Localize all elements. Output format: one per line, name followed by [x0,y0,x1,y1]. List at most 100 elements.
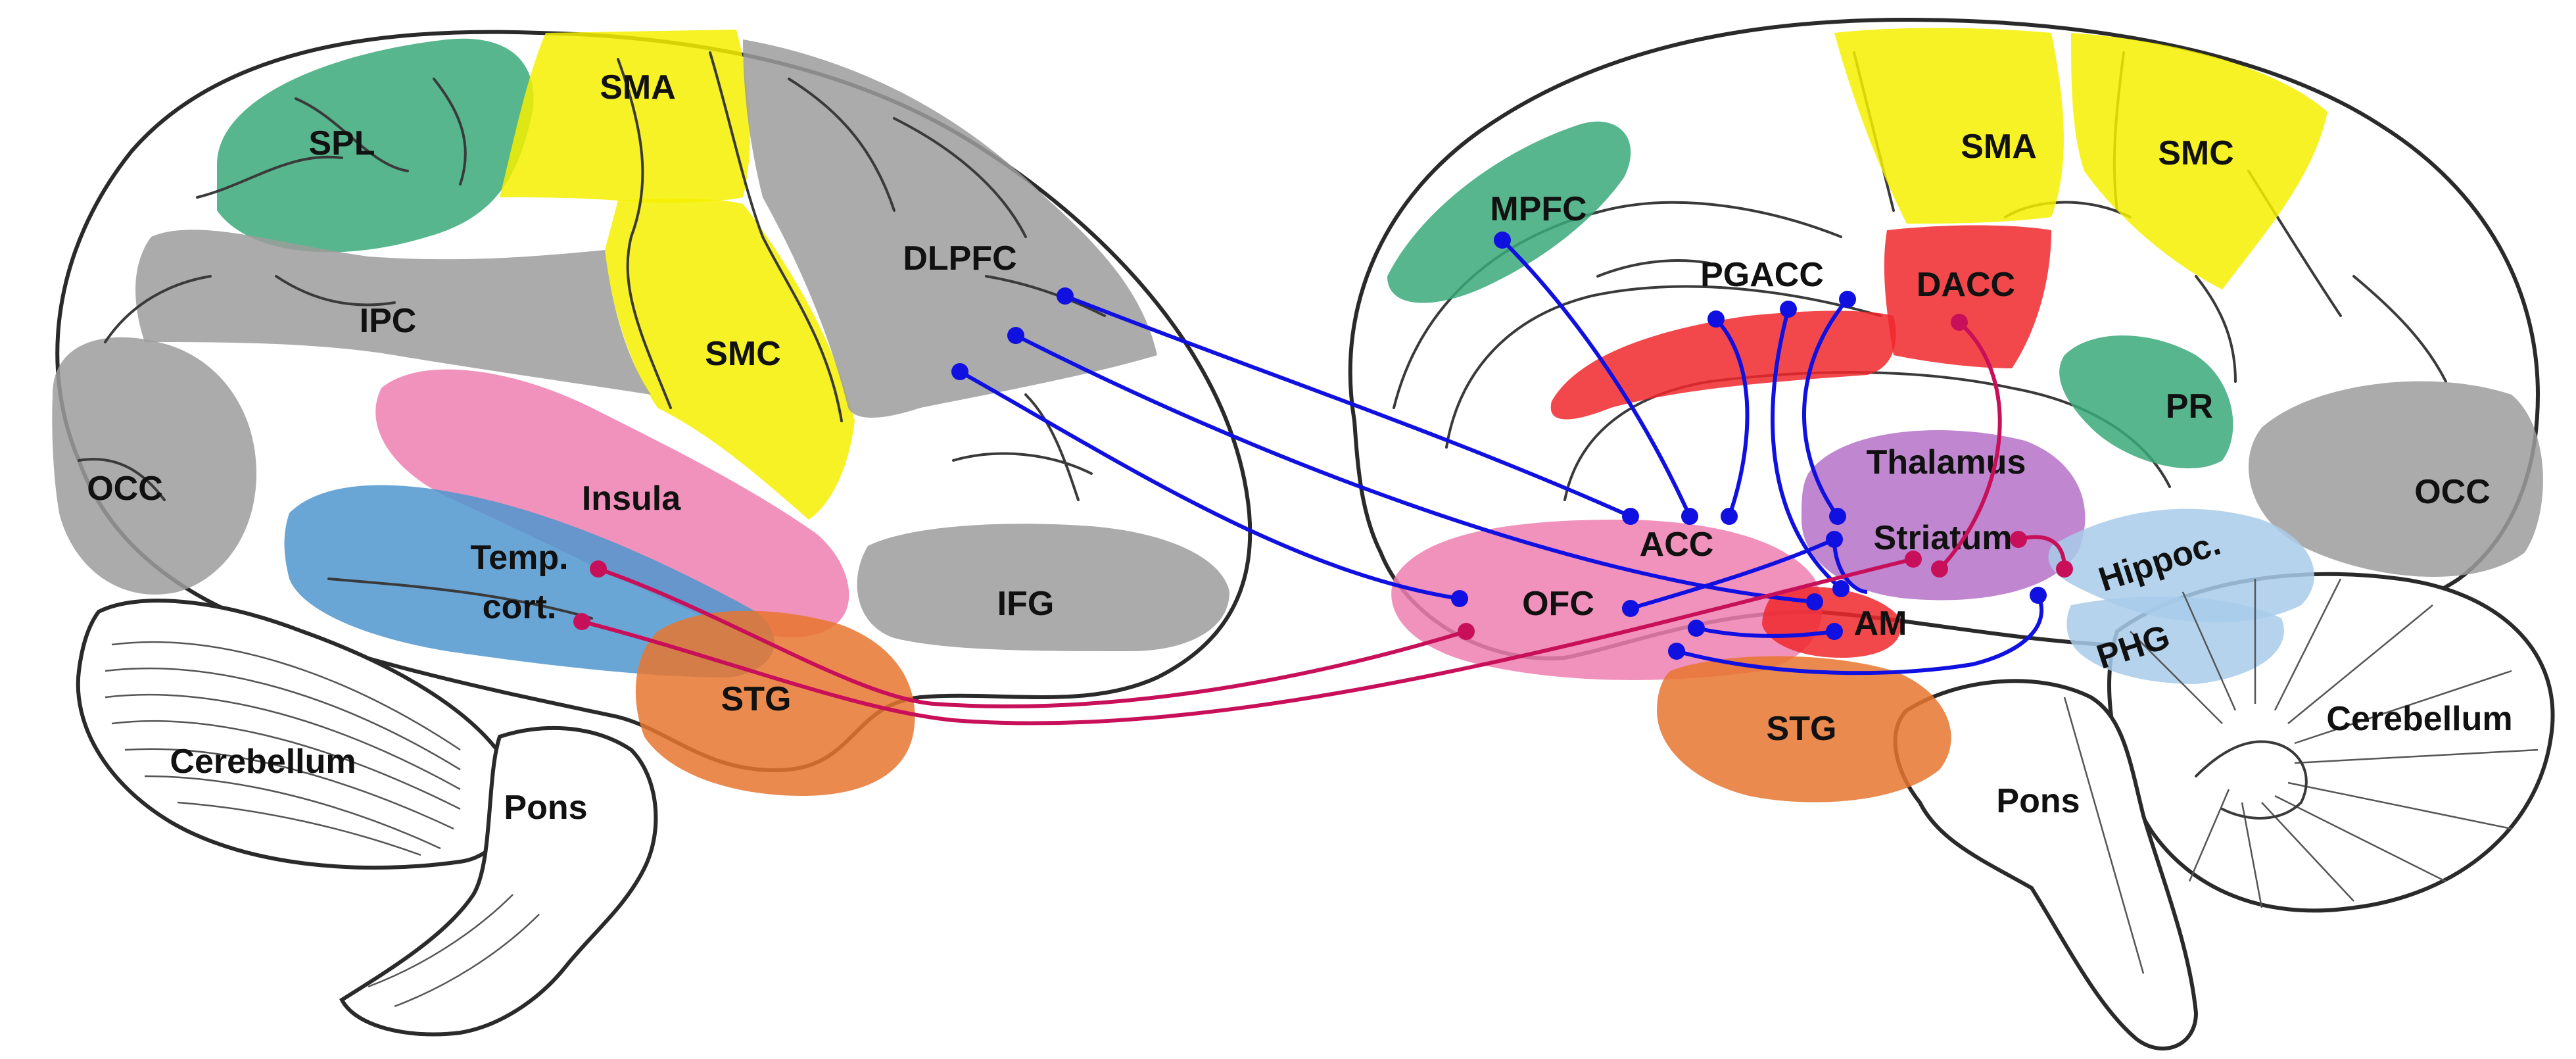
node-dot [1826,531,1843,548]
lateral-pons-fold [368,894,513,988]
region-occ-medial [2249,381,2543,578]
medial-cerebellum-folia [2261,802,2354,902]
lateral-fold [985,275,1106,317]
lateral-fold [893,117,1027,238]
connection-dlpfc-am [1014,333,1815,604]
label-thalamus: Thalamus [1867,443,2026,481]
node-dot [1931,560,1948,578]
lateral-cerebellum-folia [124,748,454,830]
region-temporal-cortex [284,485,775,677]
label-pons-medial: Pons [1996,782,2080,820]
node-dot [1832,580,1849,597]
connection-dacc-thalamus [1938,320,2002,571]
medial-fold [2195,275,2237,383]
connections [573,232,2073,726]
label-ipc: IPC [360,302,417,340]
lateral-fold [617,58,672,409]
label-temp-cort-line1: Temp. [470,539,568,577]
medial-cerebellum-folia [2130,631,2223,724]
region-sma-medial [1834,28,2064,224]
medial-cerebellum-folia [2294,749,2539,764]
connection-dlpfc-acc [1064,294,1632,518]
lateral-fold [433,78,467,185]
region-sma-lateral [500,30,750,203]
label-insula: Insula [582,480,681,518]
region-thalamus [1801,430,2086,601]
node-dot [1057,287,1074,305]
medial-fold [2352,275,2447,383]
medial-brain-view: MPFC SMA SMC PGACC DACC PR Thalamus OCC … [1348,17,2555,1051]
region-acc-ofc [1391,520,1823,680]
node-dot [1721,508,1738,525]
connection-hippoc-stg [1676,594,2043,676]
region-mpfc [1387,121,1631,303]
label-ofc: OFC [1522,585,1594,623]
medial-cerebellum-folia [2188,789,2230,882]
lateral-fold [275,275,396,307]
region-occ-lateral [52,337,256,595]
lateral-cerebellum-folia [111,641,461,751]
connection-pgacc-am [1771,308,1842,591]
node-dot [1780,301,1797,318]
label-striatum: Striatum [1874,519,2013,557]
label-cerebellum-lateral: Cerebellum [170,743,356,781]
label-temp-cort-line2: cort. [483,588,557,626]
label-dlpfc: DLPFC [903,239,1016,278]
medial-pons-shape [1893,679,2199,1051]
lateral-pons-fold [394,914,540,1008]
label-sma-medial: SMA [1961,128,2037,166]
node-dot [1458,623,1475,640]
lateral-pons-shape [339,726,658,1037]
node-dot [951,363,968,380]
connection-pgacc-striatum [1802,298,1849,518]
medial-fold [1596,259,1711,278]
lateral-cerebellum-folia [105,693,461,791]
label-pons-lateral: Pons [504,789,587,827]
label-spl: SPL [308,124,375,162]
label-smc-lateral: SMC [705,335,781,373]
node-dot [1951,314,1968,331]
lateral-cerebellum-folia [105,667,461,771]
label-stg-lateral: STG [721,680,792,718]
region-smc-medial [2071,33,2327,289]
medial-fold [1445,285,1882,449]
node-dot [590,560,607,578]
node-dot [2010,531,2027,548]
region-ipc [135,230,652,395]
medial-cerebellum-tree [2195,740,2308,820]
node-dot [1826,623,1843,640]
medial-cerebellum-folia [2182,591,2237,711]
region-phg [2066,596,2284,684]
node-dot [1494,232,1511,249]
lateral-fold [952,452,1093,475]
medial-fold [1393,201,1842,409]
region-dlpfc [743,39,1157,418]
label-pgacc: PGACC [1700,256,1824,294]
node-dot [1622,508,1639,525]
region-pgacc [1550,310,1896,420]
label-smc-medial: SMC [2158,134,2234,172]
node-dot [1622,600,1639,617]
connection-ofc-striatum [1630,537,1836,610]
region-ifg [857,524,1229,651]
connection-dlpfc-ofc [959,370,1460,601]
lateral-fold [1024,393,1080,501]
medial-cerebellum-folia [2241,802,2263,908]
region-hippocampus [2048,508,2314,623]
label-occ-medial: OCC [2414,473,2491,511]
medial-cerebellum-folia [2287,604,2433,724]
lateral-brain-view: SPL SMA IPC SMC DLPFC OCC Insula Temp. c… [52,30,1252,1037]
medial-cerebellum-folia [2274,795,2446,883]
label-occ-lateral: OCC [87,470,163,508]
label-pr: PR [2166,387,2213,426]
lateral-fold [196,155,343,199]
lateral-cerebellum-folia [111,720,461,810]
lateral-fold [788,78,895,212]
lateral-cerebellum-folia [144,775,441,850]
node-dot [1806,593,1823,610]
lateral-cerebellum-shape [76,599,516,870]
lateral-fold [327,578,593,620]
label-acc: ACC [1640,526,1714,564]
lateral-fold [104,275,212,343]
label-stg-medial: STG [1767,710,1837,748]
